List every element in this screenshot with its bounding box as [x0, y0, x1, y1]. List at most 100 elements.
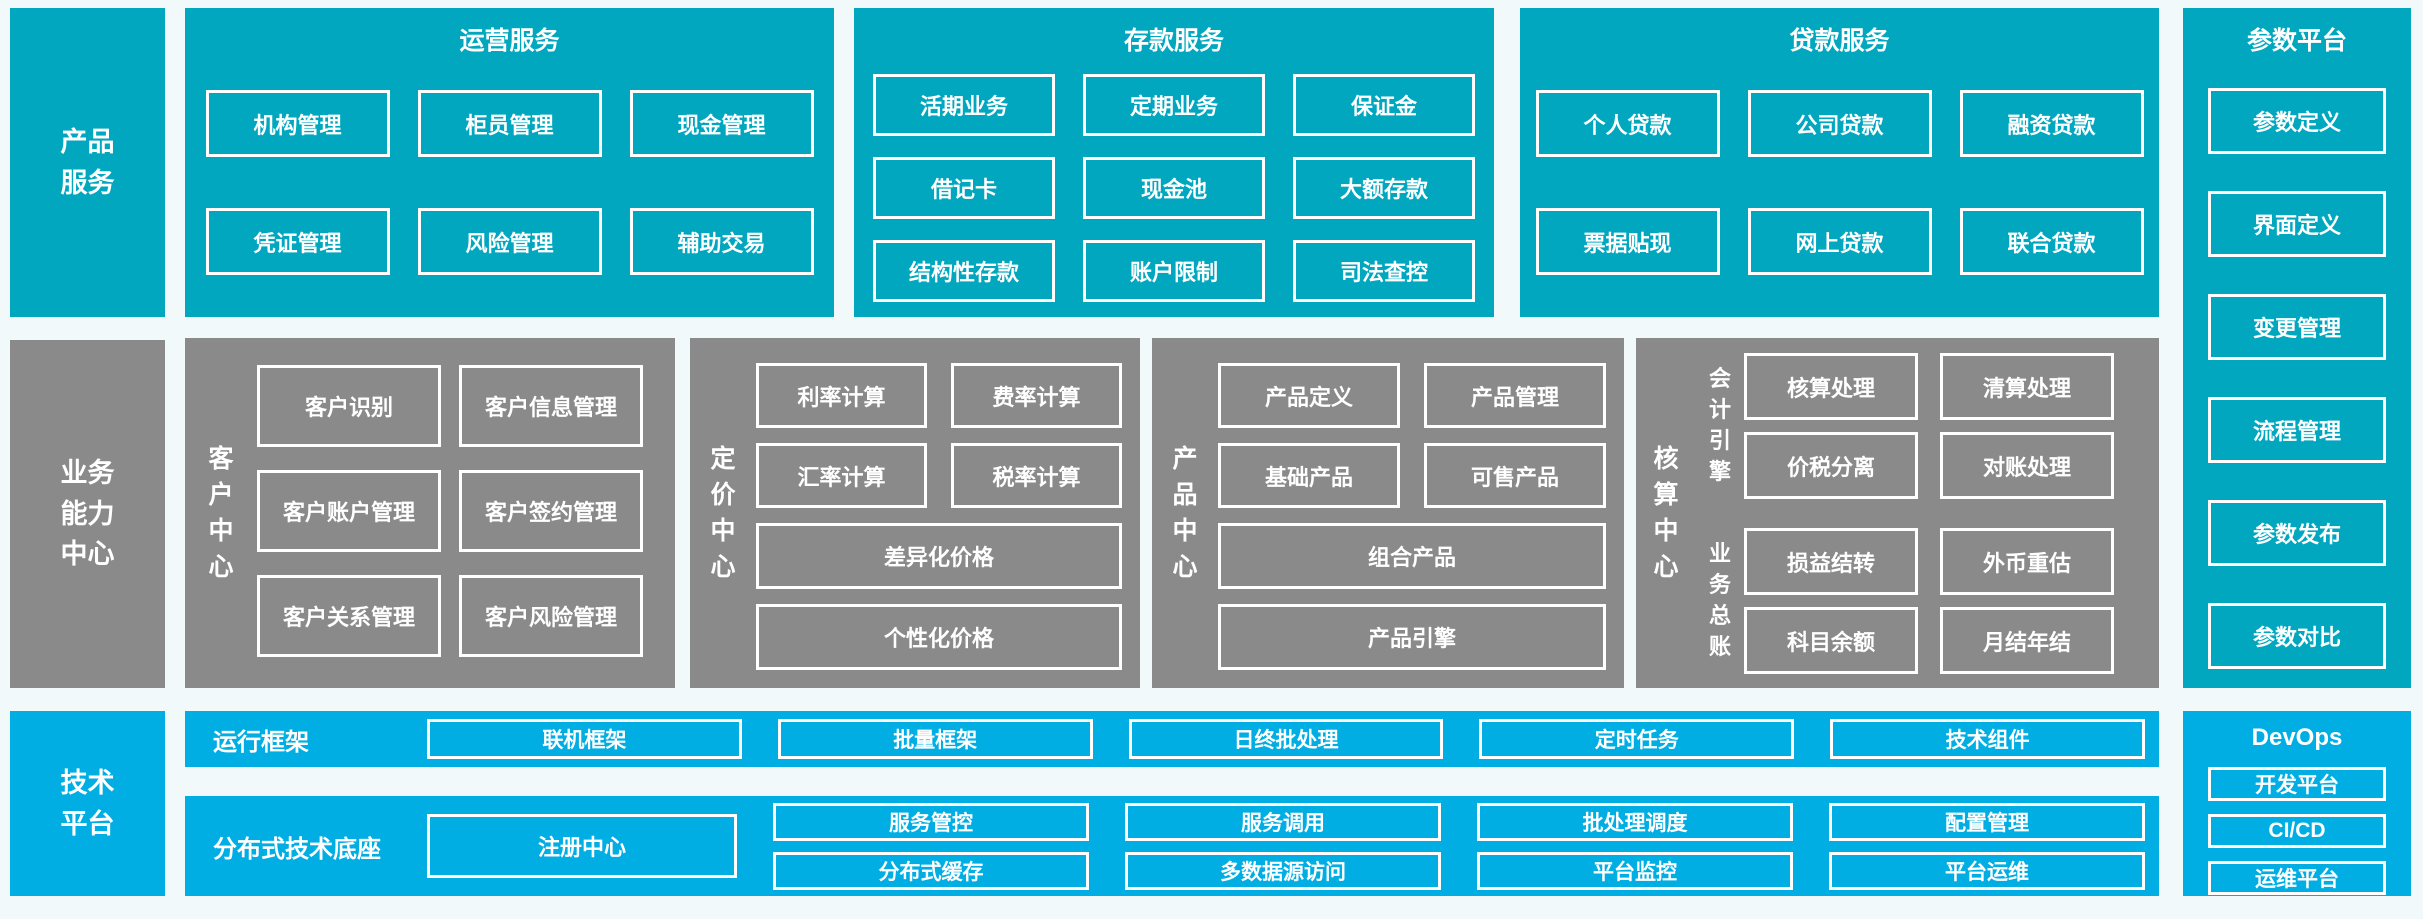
service-box: 变更管理	[2208, 294, 2386, 360]
service-box: 联合贷款	[1959, 208, 2144, 275]
capability-box: 客户风险管理	[459, 575, 643, 657]
tech-box: 注册中心	[427, 814, 737, 878]
tech-box: CI/CD	[2208, 814, 2386, 848]
rail-product-services: 产品 服务	[10, 8, 165, 317]
service-box: 票据贴现	[1535, 208, 1720, 275]
capability-box: 产品引擎	[1218, 604, 1606, 670]
tech-box: 分布式缓存	[773, 851, 1089, 890]
section-title: 运营服务	[459, 27, 560, 55]
service-box: 公司贷款	[1747, 90, 1932, 157]
service-box: 保证金	[1293, 74, 1475, 136]
capability-box: 个性化价格	[756, 604, 1122, 670]
capability-box: 客户信息管理	[459, 365, 643, 447]
capability-box: 客户识别	[257, 365, 441, 447]
row-label: 运行框架	[213, 728, 309, 756]
customer-grid: 客户识别 客户信息管理 客户账户管理 客户签约管理 客户关系管理 客户风险管理	[257, 338, 643, 688]
capability-box: 科目余额	[1744, 607, 1918, 674]
capability-box: 费率计算	[951, 363, 1122, 428]
service-box: 参数定义	[2208, 88, 2386, 154]
section-customer-center: 客户中心 客户识别 客户信息管理 客户账户管理 客户签约管理 客户关系管理 客户…	[185, 338, 675, 688]
capability-box: 产品管理	[1424, 363, 1606, 428]
section-devops: DevOps 开发平台 CI/CD 运维平台	[2183, 711, 2411, 896]
service-box: 定期业务	[1083, 74, 1265, 136]
capability-box: 差异化价格	[756, 523, 1122, 589]
loan-grid: 个人贷款 公司贷款 融资贷款 票据贴现 网上贷款 联合贷款	[1520, 90, 2159, 275]
devops-boxes: 开发平台 CI/CD 运维平台	[2183, 767, 2411, 895]
section-title: 存款服务	[1123, 27, 1224, 55]
accounting-group-engine: 会计引擎 核算处理 清算处理 价税分离 对账处理	[1696, 353, 2114, 499]
service-box: 界面定义	[2208, 191, 2386, 257]
capability-box: 客户签约管理	[459, 470, 643, 552]
tech-box: 技术组件	[1830, 719, 2145, 759]
group-vertical-label: 会计引擎	[1708, 366, 1731, 484]
service-box: 结构性存款	[873, 240, 1055, 302]
section-runtime-framework: 运行框架 联机框架 批量框架 日终批处理 定时任务 技术组件	[185, 711, 2159, 767]
capability-box: 核算处理	[1744, 353, 1918, 420]
section-product-center: 产品中心 产品定义 产品管理 基础产品 可售产品 组合产品 产品引擎	[1152, 338, 1624, 688]
capability-box: 可售产品	[1424, 443, 1606, 508]
distributed-column: 配置管理 平台运维	[1829, 802, 2145, 890]
distributed-column: 服务调用 多数据源访问	[1125, 802, 1441, 890]
service-box: 参数发布	[2208, 500, 2386, 566]
service-box: 流程管理	[2208, 397, 2386, 463]
capability-box: 外币重估	[1940, 528, 2114, 595]
section-vertical-label: 客户中心	[208, 444, 234, 582]
service-box: 大额存款	[1293, 157, 1475, 219]
service-box: 网上贷款	[1747, 208, 1932, 275]
section-vertical-label: 定价中心	[710, 444, 736, 582]
capability-box: 月结年结	[1940, 607, 2114, 674]
distributed-column: 批处理调度 平台监控	[1477, 802, 1793, 890]
capability-box: 利率计算	[756, 363, 927, 428]
capability-box: 损益结转	[1744, 528, 1918, 595]
tech-box: 联机框架	[427, 719, 742, 759]
service-box: 参数对比	[2208, 603, 2386, 669]
tech-box: 定时任务	[1479, 719, 1795, 759]
service-box: 活期业务	[873, 74, 1055, 136]
accounting-grid: 损益结转 外币重估 科目余额 月结年结	[1744, 528, 2114, 674]
tech-box: 运维平台	[2208, 861, 2386, 895]
capability-box: 产品定义	[1218, 363, 1400, 428]
section-title: 参数平台	[2246, 27, 2347, 55]
section-operations-services: 运营服务 机构管理 柜员管理 现金管理 凭证管理 风险管理 辅助交易	[185, 8, 834, 317]
product-grid: 产品定义 产品管理 基础产品 可售产品 组合产品 产品引擎	[1218, 338, 1624, 688]
capability-box: 组合产品	[1218, 523, 1606, 589]
section-vertical-label: 核算中心	[1653, 444, 1679, 582]
section-parameter-platform: 参数平台 参数定义 界面定义 变更管理 流程管理 参数发布 参数对比	[2183, 8, 2411, 688]
capability-box: 价税分离	[1744, 432, 1918, 499]
tech-box: 批处理调度	[1477, 802, 1793, 841]
service-box: 个人贷款	[1535, 90, 1720, 157]
tech-box: 多数据源访问	[1125, 851, 1441, 890]
tech-box: 服务管控	[773, 802, 1089, 841]
distributed-column: 服务管控 分布式缓存	[773, 802, 1089, 890]
tech-box: 日终批处理	[1128, 719, 1444, 759]
row-label: 分布式技术底座	[213, 835, 381, 863]
capability-box: 客户关系管理	[257, 575, 441, 657]
accounting-groups: 会计引擎 核算处理 清算处理 价税分离 对账处理 业务总账 损益结转 外币重估 …	[1696, 338, 2114, 688]
tech-box: 开发平台	[2208, 767, 2386, 801]
service-box: 司法查控	[1293, 240, 1475, 302]
service-box: 风险管理	[417, 208, 602, 275]
runtime-boxes: 联机框架 批量框架 日终批处理 定时任务 技术组件	[427, 719, 2159, 759]
service-box: 凭证管理	[205, 208, 390, 275]
section-title: DevOps	[2251, 724, 2343, 751]
section-vertical-label: 产品中心	[1172, 444, 1198, 582]
tech-box: 批量框架	[777, 719, 1093, 759]
tech-box: 配置管理	[1829, 802, 2145, 841]
service-box: 辅助交易	[629, 208, 814, 275]
capability-box: 清算处理	[1940, 353, 2114, 420]
rail-technology-platform: 技术 平台	[10, 711, 165, 896]
service-box: 机构管理	[205, 90, 390, 157]
tech-box: 服务调用	[1125, 802, 1441, 841]
service-box: 账户限制	[1083, 240, 1265, 302]
accounting-grid: 核算处理 清算处理 价税分离 对账处理	[1744, 353, 2114, 499]
operations-grid: 机构管理 柜员管理 现金管理 凭证管理 风险管理 辅助交易	[185, 90, 834, 275]
section-distributed-base: 分布式技术底座 注册中心 服务管控 分布式缓存 服务调用 多数据源访问 批处理调…	[185, 796, 2159, 896]
group-vertical-label: 业务总账	[1708, 541, 1731, 659]
distributed-boxes: 注册中心 服务管控 分布式缓存 服务调用 多数据源访问 批处理调度 平台监控 配…	[427, 802, 2159, 890]
capability-box: 对账处理	[1940, 432, 2114, 499]
pricing-grid: 利率计算 费率计算 汇率计算 税率计算 差异化价格 个性化价格	[756, 338, 1140, 688]
service-box: 融资贷款	[1959, 90, 2144, 157]
deposit-grid: 活期业务 定期业务 保证金 借记卡 现金池 大额存款 结构性存款 账户限制 司法…	[854, 74, 1494, 302]
capability-box: 基础产品	[1218, 443, 1400, 508]
